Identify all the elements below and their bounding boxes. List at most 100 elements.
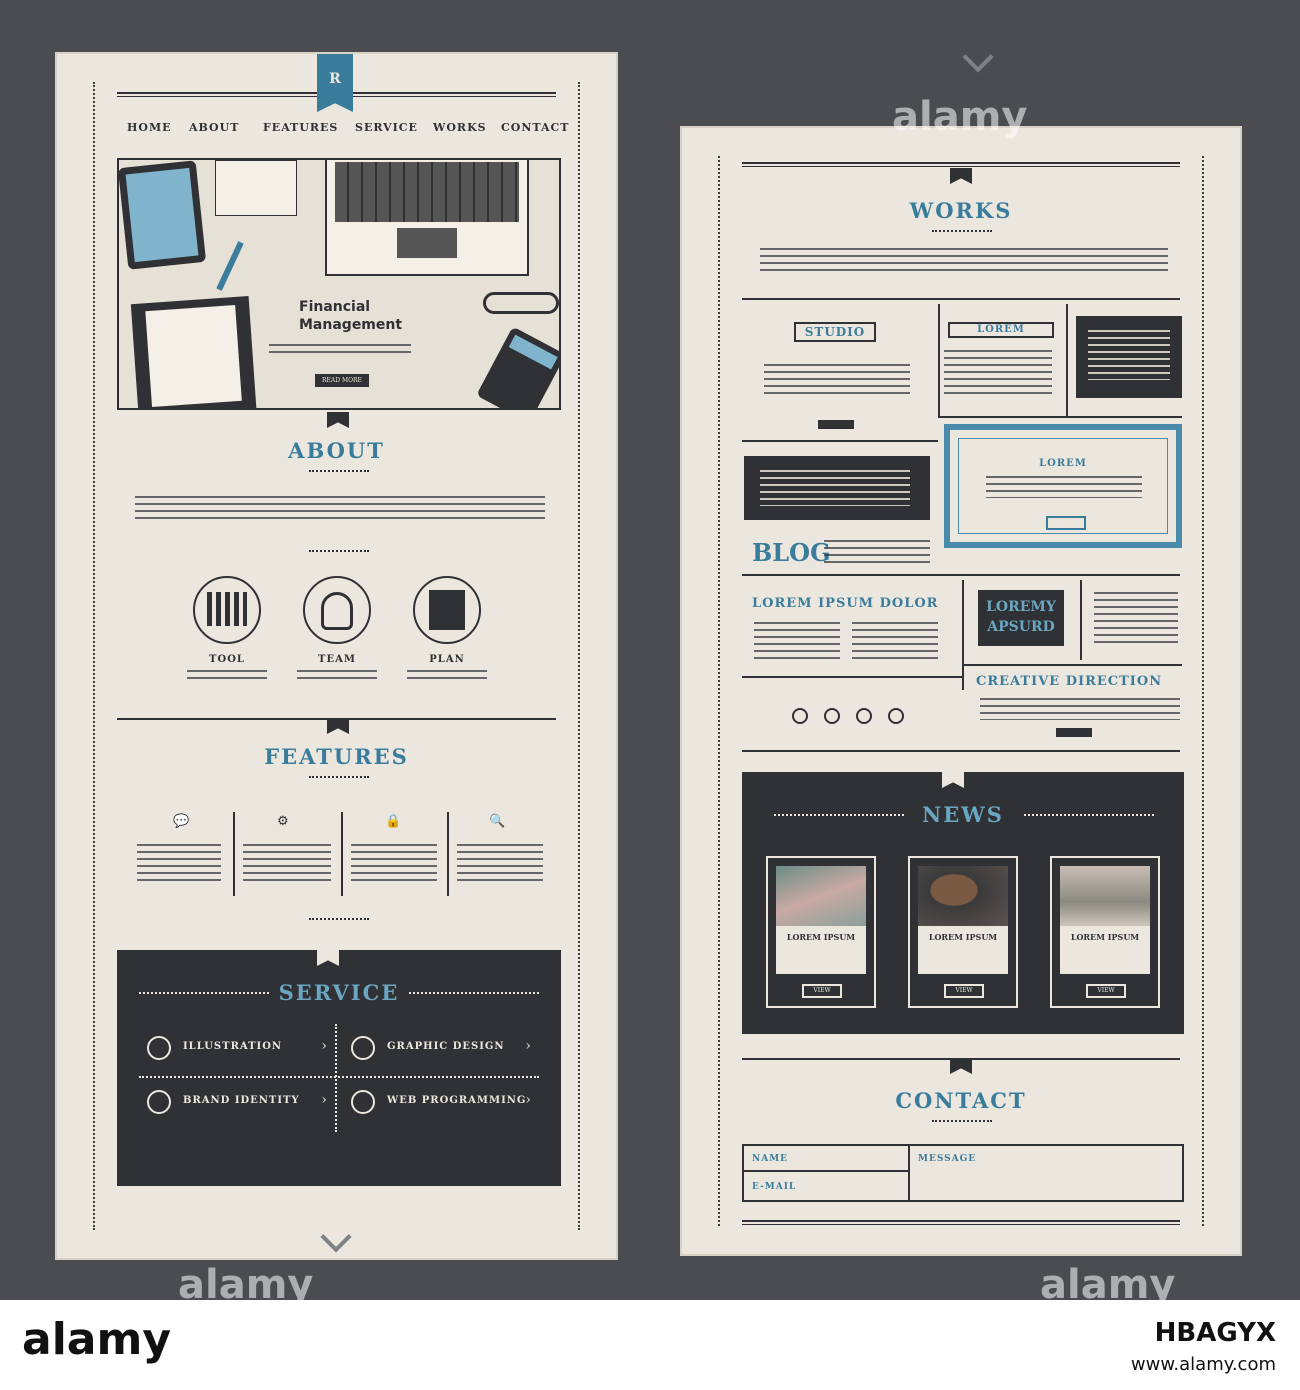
message-field[interactable]: MESSAGE: [908, 1146, 1182, 1200]
email-field[interactable]: E-MAIL: [744, 1174, 908, 1200]
stock-banner: alamy HBAGYX www.alamy.com: [0, 1300, 1300, 1390]
creative-direction-title: CREATIVE DIRECTION: [976, 674, 1163, 689]
news-image: [1060, 866, 1150, 926]
email-label: E-MAIL: [752, 1182, 797, 1192]
section-ribbon: [317, 950, 339, 966]
landing-page-mockup-right: WORKS STUDIO LOREM LOREM BLOG LOREM IPSU…: [680, 126, 1242, 1256]
news-card-button[interactable]: VIEW: [802, 984, 842, 998]
service-item-label: GRAPHIC DESIGN: [387, 1041, 505, 1052]
studio-label-ribbon[interactable]: STUDIO: [794, 322, 876, 342]
news-card-body: [1060, 926, 1150, 974]
news-title: NEWS: [922, 802, 1004, 827]
team-text: [297, 670, 377, 682]
grid-divider: [1080, 580, 1082, 660]
chevron-down-icon[interactable]: [962, 41, 994, 73]
nav-features[interactable]: FEATURES: [263, 121, 339, 134]
header-rule: [742, 162, 1180, 167]
title-rule: [1024, 814, 1154, 817]
footer-rule: [742, 1220, 1180, 1225]
plan-circle-icon[interactable]: [413, 576, 481, 644]
smile-icon[interactable]: [856, 708, 872, 724]
stamp-label: LOREMY APSURD: [978, 590, 1064, 646]
feature-text: [137, 844, 221, 886]
tool-circle-icon[interactable]: [193, 576, 261, 644]
news-card-title: LOREM IPSUM: [786, 932, 856, 942]
dotted-border-left: [718, 156, 720, 1226]
laptop-illustration: [325, 160, 529, 276]
service-item-graphic-design[interactable]: GRAPHIC DESIGN ›: [351, 1036, 531, 1060]
news-card[interactable]: LOREM IPSUM VIEW: [908, 856, 1018, 1008]
works-title: WORKS: [909, 198, 1013, 223]
news-image: [776, 866, 866, 926]
tool-text: [187, 670, 267, 682]
title-rule: [139, 992, 269, 995]
studio-more-button[interactable]: [818, 420, 854, 429]
service-item-web-programming[interactable]: WEB PROGRAMMING ›: [351, 1090, 531, 1114]
creative-more-button[interactable]: [1056, 728, 1092, 737]
no-icon[interactable]: [824, 708, 840, 724]
section-ribbon: [327, 718, 349, 734]
nav-about[interactable]: ABOUT: [189, 121, 240, 134]
service-item-illustration[interactable]: ILLUSTRATION ›: [147, 1036, 327, 1060]
hero-read-more-button[interactable]: READ MORE: [315, 374, 369, 387]
title-rule: [774, 814, 904, 817]
dotted-border-right: [1202, 156, 1204, 1226]
calculator-illustration: [476, 326, 559, 408]
feature-text: [243, 844, 331, 886]
dotted-border-left: [93, 82, 95, 1230]
name-field[interactable]: NAME: [744, 1146, 908, 1172]
pen-illustration: [216, 241, 244, 291]
alamy-logo: alamy: [22, 1314, 171, 1365]
framed-more-button[interactable]: [1046, 516, 1086, 530]
team-label: TEAM: [318, 654, 356, 665]
nav-service[interactable]: SERVICE: [355, 121, 418, 134]
code-icon: [351, 1090, 375, 1114]
title-underline: [932, 230, 992, 233]
service-item-label: ILLUSTRATION: [183, 1041, 283, 1052]
chevron-right-icon: ›: [321, 1038, 327, 1054]
headline: LOREM IPSUM DOLOR: [752, 596, 939, 611]
site-url: www.alamy.com: [1130, 1354, 1276, 1375]
news-card-body: [776, 926, 866, 974]
lock-icon: 🔒: [385, 814, 402, 829]
inner-frame: [958, 438, 1168, 534]
team-circle-icon[interactable]: [303, 576, 371, 644]
nav-works[interactable]: WORKS: [433, 121, 487, 134]
grid-divider: [964, 664, 1182, 666]
hero-image: Financial Management READ MORE: [117, 158, 561, 410]
nav-contact[interactable]: CONTACT: [501, 121, 570, 134]
plan-text: [407, 670, 487, 682]
service-divider: [335, 1024, 337, 1132]
gears-icon: ⚙: [277, 814, 289, 829]
tablet-illustration: [119, 160, 207, 270]
grid-divider: [742, 440, 938, 442]
lorem-text: [944, 350, 1052, 394]
column-divider: [447, 812, 449, 896]
column-divider: [341, 812, 343, 896]
speech-bubble-icon: 💬: [173, 814, 190, 829]
news-card[interactable]: LOREM IPSUM VIEW: [1050, 856, 1160, 1008]
service-section: SERVICE ILLUSTRATION › GRAPHIC DESIGN › …: [117, 950, 561, 1186]
watermark-text: alamy: [892, 94, 1028, 140]
column-divider: [233, 812, 235, 896]
news-card-button[interactable]: VIEW: [1086, 984, 1126, 998]
title-underline: [309, 470, 369, 473]
circle-icon[interactable]: [792, 708, 808, 724]
hero-title: Financial Management: [299, 299, 403, 333]
framed-text: [986, 476, 1142, 498]
framed-feature-card[interactable]: LOREM: [944, 424, 1182, 548]
news-card-button[interactable]: VIEW: [944, 984, 984, 998]
nav-home[interactable]: HOME: [127, 121, 172, 134]
news-card[interactable]: LOREM IPSUM VIEW: [766, 856, 876, 1008]
service-item-brand-identity[interactable]: BRAND IDENTITY ›: [147, 1090, 327, 1114]
magnifier-icon: 🔍: [489, 814, 506, 829]
news-card-title: LOREM IPSUM: [928, 932, 998, 942]
logo-badge[interactable]: R: [317, 54, 353, 112]
image-id: HBAGYX: [1154, 1318, 1276, 1348]
dark-card-text: [1088, 330, 1170, 380]
square-icon[interactable]: [888, 708, 904, 724]
grid-divider: [742, 676, 964, 678]
grid-divider: [938, 304, 940, 418]
dark-text-card: [1076, 316, 1182, 398]
grid-divider: [742, 574, 1180, 576]
